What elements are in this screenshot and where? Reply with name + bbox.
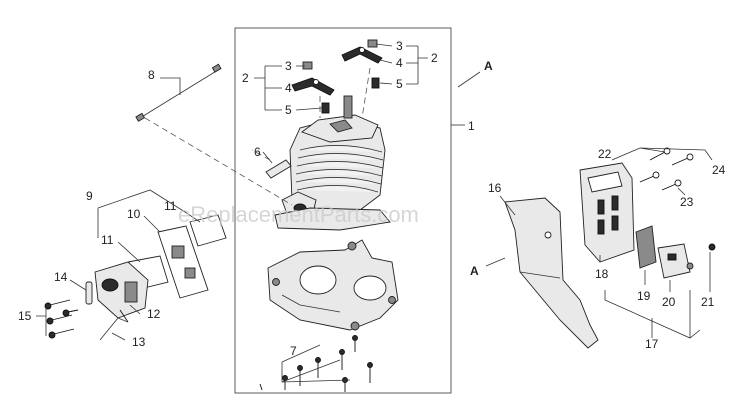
muffler-heat-shield (504, 197, 599, 349)
assembly-line (144, 117, 293, 206)
watermark: eReplacementParts.com (178, 202, 419, 227)
assembly-line (361, 67, 371, 119)
callout-3-left: 3 (285, 59, 292, 73)
callout-6: 6 (254, 145, 261, 159)
assembly-line (251, 149, 271, 161)
crankcase (267, 239, 399, 331)
pushrod (135, 63, 222, 122)
callout-22: 22 (598, 147, 612, 161)
cover-screw (708, 243, 716, 251)
callout-15: 15 (18, 309, 32, 323)
dowel-pin (265, 159, 292, 179)
callout-11-bottom: 11 (101, 233, 114, 247)
spark-arrestor-screen (635, 225, 657, 269)
cylinder-assembly (274, 95, 391, 231)
callout-19: 19 (637, 289, 651, 303)
callout-12: 12 (147, 307, 161, 321)
callout-2-right: 2 (431, 51, 438, 65)
callout-13: 13 (132, 335, 146, 349)
muffler (579, 162, 635, 263)
muffler-bolts (639, 147, 694, 191)
callout-24: 24 (712, 163, 726, 177)
callout-7: 7 (290, 344, 297, 358)
assembly-frame (234, 27, 452, 394)
callout-18: 18 (595, 267, 609, 281)
callout-4-right: 4 (396, 56, 403, 70)
callout-4-left: 4 (285, 81, 292, 95)
callout-10: 10 (127, 207, 141, 221)
callout-2-left: 2 (242, 71, 249, 85)
callout-21: 21 (701, 295, 715, 309)
choke-rod (99, 317, 129, 341)
callout-1: 1 (468, 119, 475, 133)
leader-lines (36, 43, 713, 383)
muffler-cover (657, 243, 694, 279)
callout-5-left: 5 (285, 103, 292, 117)
carburetor (94, 261, 149, 323)
section-letter-a-bottom: A (470, 264, 479, 278)
carb-pin (85, 281, 93, 305)
callout-5-right: 5 (396, 77, 403, 91)
callout-3-right: 3 (396, 39, 403, 53)
callout-11-top: 11 (164, 199, 177, 213)
section-letter-a-top: A (484, 59, 493, 73)
callout-23: 23 (680, 195, 694, 209)
screw-set (259, 335, 373, 392)
carb-bolts (44, 299, 79, 339)
callout-9: 9 (86, 189, 93, 203)
callout-20: 20 (662, 295, 676, 309)
rocker-arm-left (291, 61, 335, 114)
callout-16: 16 (488, 181, 502, 195)
callout-17: 17 (645, 337, 659, 351)
callout-8: 8 (148, 68, 155, 82)
callout-14: 14 (54, 270, 68, 284)
rocker-arm-right (341, 39, 383, 89)
